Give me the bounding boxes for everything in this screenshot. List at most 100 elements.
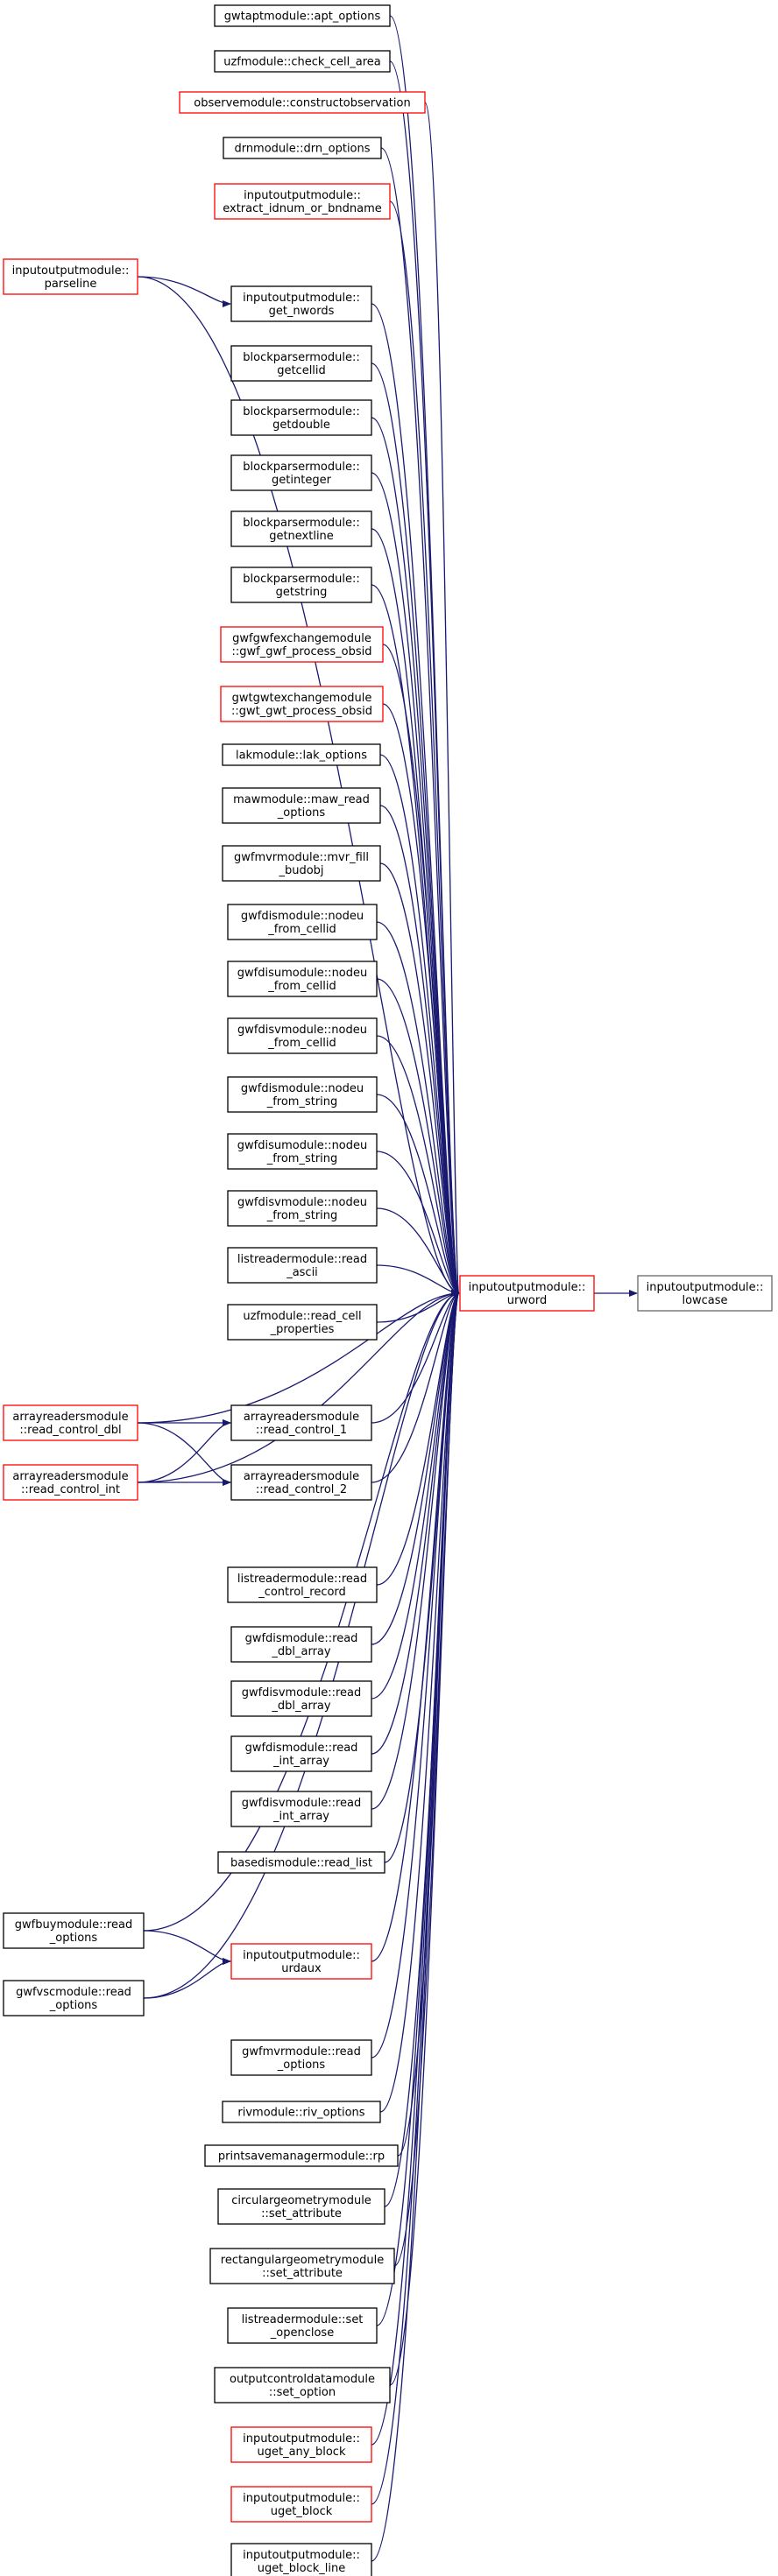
- node-lr_set_openclose[interactable]: listreadermodule::set_openclose: [227, 2307, 378, 2344]
- node-disu_nodeu_cellid[interactable]: gwfdisumodule::nodeu_from_cellid: [227, 961, 378, 997]
- node-ocd_set_option[interactable]: outputcontroldatamodule::set_option: [214, 2367, 391, 2404]
- node-dis_read_dbl_array[interactable]: gwfdismodule::read_dbl_array: [230, 1626, 372, 1663]
- node-label: inputoutputmodule::: [469, 1281, 586, 1294]
- node-basedis_read_list[interactable]: basedismodule::read_list: [217, 1851, 385, 1874]
- edge-riv_options-to-urword: [379, 1290, 460, 2113]
- node-getdouble[interactable]: blockparsermodule::getdouble: [230, 399, 372, 436]
- edge-parseline-to-urword: [137, 276, 460, 1297]
- node-label: outputcontroldatamodule: [230, 2373, 375, 2386]
- edge-uget_block_line-to-urword: [371, 1290, 460, 2562]
- edge-parseline-to-get_nwords: [137, 276, 231, 307]
- node-mvr_fill_budobj[interactable]: gwfmvrmodule::mvr_fill_budobj: [222, 845, 381, 882]
- node-label: lowcase: [682, 1294, 727, 1307]
- node-ar_read_control_int[interactable]: arrayreadersmodule::read_control_int: [3, 1464, 138, 1501]
- node-disv_read_int_array[interactable]: gwfdisvmodule::read_int_array: [230, 1791, 372, 1827]
- edge-lr_read_ascii-to-urword: [376, 1264, 460, 1297]
- node-label: arrayreadersmodule: [12, 1411, 128, 1424]
- edge-dis_nodeu_string-to-urword: [376, 1094, 460, 1297]
- node-dis_nodeu_string[interactable]: gwfdismodule::nodeu_from_string: [227, 1076, 378, 1113]
- edge-buy_read_options-to-urdaux: [143, 1930, 231, 1965]
- node-constructobservation[interactable]: observemodule::constructobservation: [179, 91, 426, 114]
- node-vsc_read_options[interactable]: gwfvscmodule::read_options: [3, 1980, 145, 2016]
- node-getcellid[interactable]: blockparsermodule::getcellid: [230, 345, 372, 382]
- node-extract_idnum[interactable]: inputoutputmodule::extract_idnum_or_bndn…: [214, 183, 391, 220]
- node-label: printsavemanagermodule::rp: [218, 2150, 385, 2164]
- node-circ_set_attribute[interactable]: circulargeometrymodule::set_attribute: [217, 2188, 385, 2225]
- node-getstring[interactable]: blockparsermodule::getstring: [230, 567, 372, 603]
- node-disu_nodeu_string[interactable]: gwfdisumodule::nodeu_from_string: [227, 1133, 378, 1170]
- node-box: [222, 787, 381, 824]
- edge-ocd_set_option-to-urword: [389, 1290, 460, 2386]
- node-getnextline[interactable]: blockparsermodule::getnextline: [230, 510, 372, 547]
- node-ar_read_control_1[interactable]: arrayreadersmodule::read_control_1: [230, 1404, 372, 1441]
- node-riv_options[interactable]: rivmodule::riv_options: [222, 2101, 381, 2123]
- edge-urdaux-to-urword: [371, 1290, 460, 1962]
- node-label: gwfdisvmodule::nodeu: [237, 1196, 367, 1209]
- node-check_cell_area[interactable]: uzfmodule::check_cell_area: [214, 50, 391, 73]
- node-disv_read_dbl_array[interactable]: gwfdisvmodule::read_dbl_array: [230, 1680, 372, 1717]
- node-maw_read_options[interactable]: mawmodule::maw_read_options: [222, 787, 381, 824]
- node-lak_options[interactable]: lakmodule::lak_options: [222, 743, 381, 766]
- node-uzf_read_cell_props[interactable]: uzfmodule::read_cell_properties: [227, 1304, 378, 1341]
- node-disv_nodeu_cellid[interactable]: gwfdisvmodule::nodeu_from_cellid: [227, 1017, 378, 1054]
- node-box: [227, 961, 378, 997]
- node-drn_options[interactable]: drnmodule::drn_options: [223, 137, 382, 159]
- node-label: gwfbuymodule::read: [15, 1918, 132, 1932]
- node-mvr_read_options[interactable]: gwfmvrmodule::read_options: [230, 2039, 372, 2076]
- node-label: get_nwords: [269, 305, 335, 318]
- node-label: uzfmodule::check_cell_area: [223, 56, 381, 69]
- node-urword[interactable]: inputoutputmodule::urword: [459, 1275, 595, 1312]
- node-label: ::read_control_int: [21, 1483, 120, 1496]
- node-label: _options: [49, 1999, 98, 2012]
- node-label: ::set_attribute: [261, 2207, 342, 2221]
- node-label: extract_idnum_or_bndname: [223, 202, 382, 215]
- node-dis_read_int_array[interactable]: gwfdismodule::read_int_array: [230, 1735, 372, 1772]
- node-rp[interactable]: printsavemanagermodule::rp: [204, 2144, 399, 2167]
- node-box: [222, 743, 381, 766]
- node-get_nwords[interactable]: inputoutputmodule::get_nwords: [230, 285, 372, 322]
- edge-mvr_read_options-to-urword: [371, 1290, 460, 2059]
- node-ar_read_control_dbl[interactable]: arrayreadersmodule::read_control_dbl: [3, 1404, 138, 1441]
- node-label: listreadermodule::read: [237, 1573, 367, 1586]
- node-uget_block_line[interactable]: inputoutputmodule::uget_block_line: [230, 2543, 372, 2576]
- node-parseline[interactable]: inputoutputmodule::parseline: [3, 258, 138, 295]
- node-lowcase[interactable]: inputoutputmodule::lowcase: [637, 1275, 773, 1312]
- node-label: listreadermodule::read: [237, 1253, 367, 1266]
- node-label: uget_any_block: [258, 2446, 346, 2459]
- edge-mvr_fill_budobj-to-urword: [379, 862, 460, 1297]
- node-getinteger[interactable]: blockparsermodule::getinteger: [230, 454, 372, 491]
- node-disv_nodeu_string[interactable]: gwfdisvmodule::nodeu_from_string: [227, 1190, 378, 1227]
- node-gwf_gwf_obsid[interactable]: gwfgwfexchangemodule::gwf_gwf_process_ob…: [220, 626, 384, 663]
- node-label: gwfdisumodule::nodeu: [237, 1139, 368, 1152]
- node-box: [230, 399, 372, 436]
- node-rect_set_attribute[interactable]: rectangulargeometrymodule::set_attribute: [209, 2248, 395, 2284]
- node-label: ::gwf_gwf_process_obsid: [232, 645, 372, 658]
- edge-lak_options-to-urword: [379, 754, 460, 1297]
- node-lr_read_control_record[interactable]: listreadermodule::read_control_record: [227, 1566, 378, 1603]
- node-gwt_gwt_obsid[interactable]: gwtgwtexchangemodule::gwt_gwt_process_ob…: [220, 686, 384, 722]
- node-label: mawmodule::maw_read: [233, 793, 370, 806]
- node-label: gwfdisumodule::nodeu: [237, 967, 368, 980]
- node-lr_read_ascii[interactable]: listreadermodule::read_ascii: [227, 1247, 378, 1284]
- edge-ar_read_control_int-to-urword: [137, 1290, 460, 1483]
- edge-dis_read_dbl_array-to-urword: [371, 1290, 460, 1645]
- node-label: gwtaptmodule::apt_options: [224, 11, 381, 24]
- edges-layer: [137, 15, 638, 2562]
- node-box: [230, 1626, 372, 1663]
- node-uget_block[interactable]: inputoutputmodule::uget_block: [230, 2486, 372, 2523]
- node-buy_read_options[interactable]: gwfbuymodule::read_options: [3, 1912, 145, 1949]
- node-dis_nodeu_cellid[interactable]: gwfdismodule::nodeu_from_cellid: [227, 904, 378, 940]
- edge-extract_idnum-to-urword: [389, 201, 460, 1297]
- node-box: [227, 1133, 378, 1170]
- node-uget_any_block[interactable]: inputoutputmodule::uget_any_block: [230, 2426, 372, 2463]
- node-label: inputoutputmodule::: [647, 1281, 764, 1294]
- node-label: uget_block: [271, 2505, 333, 2518]
- node-label: inputoutputmodule::: [243, 2549, 360, 2562]
- node-urdaux[interactable]: inputoutputmodule::urdaux: [230, 1943, 372, 1980]
- node-ar_read_control_2[interactable]: arrayreadersmodule::read_control_2: [230, 1464, 372, 1501]
- node-label: gwfvscmodule::read: [16, 1986, 131, 1999]
- node-apt_options[interactable]: gwtaptmodule::apt_options: [214, 4, 391, 27]
- node-label: _options: [277, 806, 326, 820]
- node-label: gwfdismodule::read: [245, 1742, 358, 1755]
